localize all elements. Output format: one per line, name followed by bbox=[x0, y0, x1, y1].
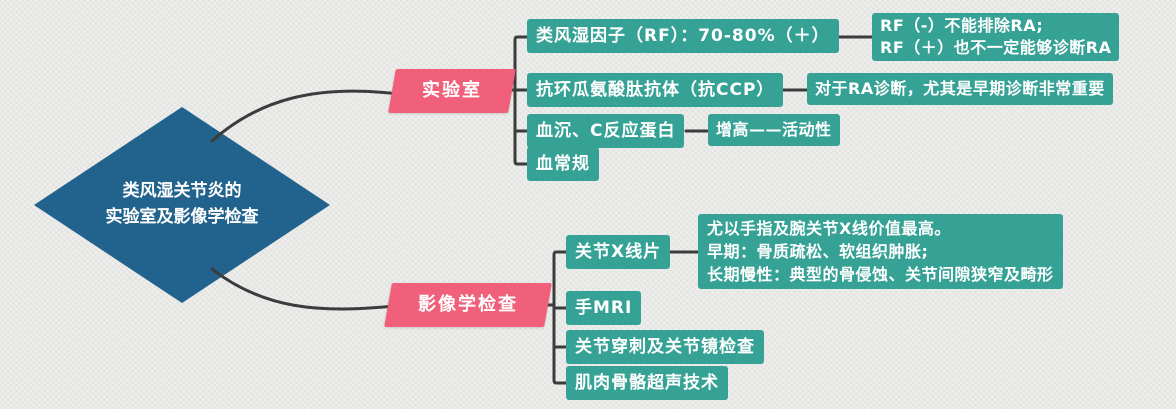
leaf-joint-xray[interactable]: 关节X线片 bbox=[566, 235, 671, 269]
branch-laboratory-label: 实验室 bbox=[422, 80, 482, 101]
leaf-esr-crp[interactable]: 血沉、C反应蛋白 bbox=[527, 114, 685, 148]
leaf-hand-mri[interactable]: 手MRI bbox=[566, 291, 642, 325]
img-bracket-spine bbox=[552, 250, 568, 385]
lab-bracket-spine bbox=[513, 35, 529, 166]
note-joint-xray[interactable]: 尤以手指及腕关节X线价值最高。 早期：骨质疏松、软组织肿胀; 长期慢性：典型的骨… bbox=[698, 214, 1063, 289]
leaf-anti-ccp[interactable]: 抗环瓜氨酸肽抗体（抗CCP） bbox=[527, 73, 784, 107]
leaf-blood-routine[interactable]: 血常规 bbox=[527, 147, 599, 181]
root-node[interactable]: 类风湿关节炎的 实验室及影像学检查 bbox=[105, 181, 259, 227]
branch-imaging[interactable]: 影像学检查 bbox=[384, 283, 552, 327]
note-anti-ccp[interactable]: 对于RA诊断，尤其是早期诊断非常重要 bbox=[807, 73, 1113, 105]
branch-laboratory[interactable]: 实验室 bbox=[388, 69, 516, 113]
leaf-rheumatoid-factor[interactable]: 类风湿因子（RF）：70-80%（＋） bbox=[527, 19, 839, 53]
note-rheumatoid-factor[interactable]: RF（-）不能排除RA; RF（＋）也不一定能够诊断RA bbox=[872, 13, 1120, 61]
leaf-musculoskeletal-ultrasound[interactable]: 肌肉骨骼超声技术 bbox=[566, 366, 728, 400]
leaf-arthrocentesis-arthroscopy[interactable]: 关节穿刺及关节镜检查 bbox=[566, 330, 764, 364]
link-root-laboratory bbox=[210, 89, 400, 143]
link-root-imaging bbox=[210, 267, 396, 311]
note-esr-crp[interactable]: 增高——活动性 bbox=[708, 114, 840, 146]
branch-imaging-label: 影像学检查 bbox=[418, 294, 518, 315]
